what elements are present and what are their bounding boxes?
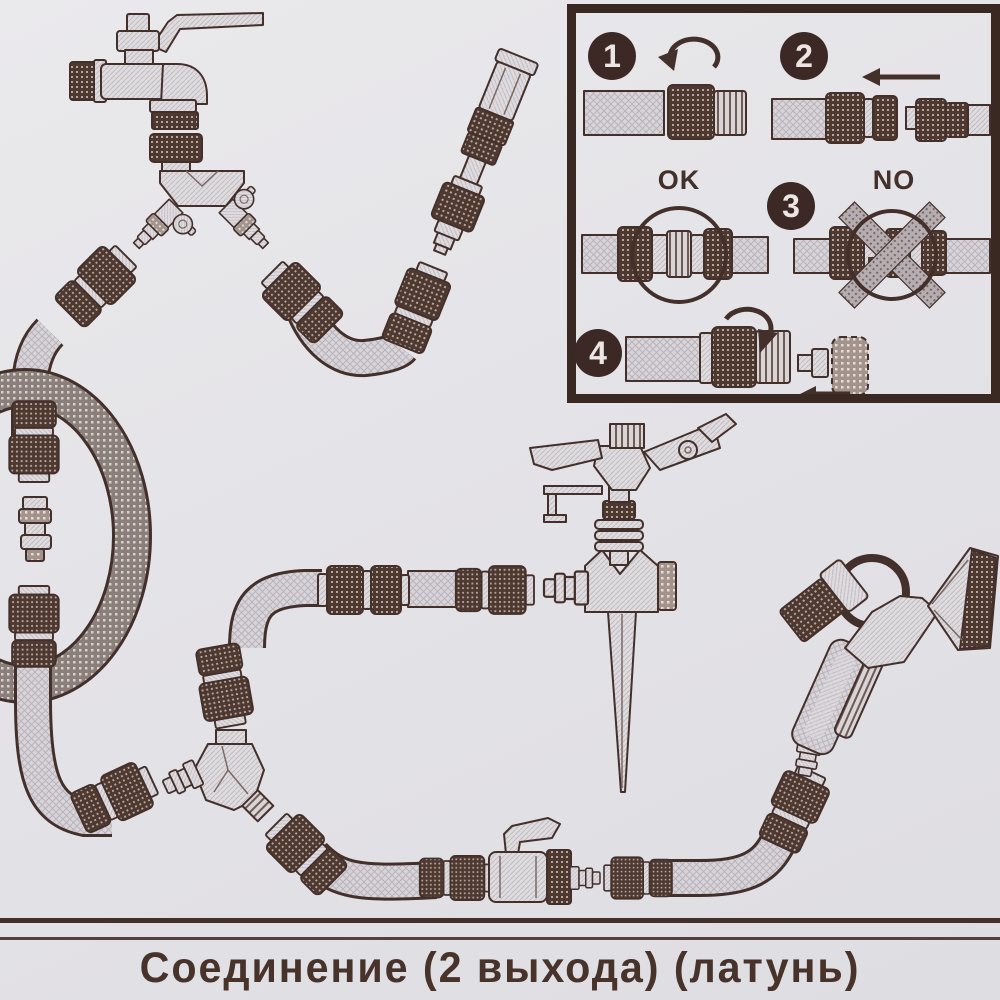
step1-number-badge: 1 [588,32,636,80]
no-circle-icon [846,209,938,301]
inline-shutoff-valve [418,817,673,905]
step4-number: 4 [589,334,607,371]
pattern-adjuster-knob [779,559,869,643]
step1-art [583,36,747,140]
caption-rule-thin [0,937,1000,940]
three-way-splitter [67,641,352,900]
connection-steps-panel: 1 2 3 4 OK NO [567,4,1000,403]
step1-number: 1 [603,37,621,74]
no-label: NO [872,165,916,195]
steps-art [581,36,991,394]
hose-system-diagram [0,12,999,905]
step2-number-badge: 2 [780,32,828,80]
ghost-connector [831,336,869,394]
quick-coupler [50,237,145,332]
step4-art [625,306,869,394]
rotate-arrow-icon [667,36,721,69]
ok-circle-icon [630,206,728,304]
step2-number: 2 [795,37,813,74]
step3-no-art [793,201,991,309]
hose-from-coil [14,650,112,837]
product-caption: Соединение (2 выхода) (латунь) [139,944,861,992]
two-way-splitter [132,133,270,250]
jet-nozzle [381,48,539,354]
insert-arrowhead-icon [800,386,816,394]
cross-out-icon [838,201,946,309]
step3-ok-art [581,206,769,304]
rotate-arrow-icon [723,306,774,339]
coil-connector-stack [8,400,60,668]
quick-coupler [454,565,535,615]
insert-arrowhead-icon [862,68,880,86]
rotate-arrowhead-icon [658,49,678,71]
spray-gun [754,547,999,857]
ok-label: OK [657,165,701,195]
double-male-adapter [18,496,52,562]
step3-number: 3 [782,187,800,224]
impulse-sprinkler [529,413,737,793]
garden-tap [69,12,264,130]
hose-mender [317,565,410,615]
rotate-arrowhead-icon [758,329,778,353]
caption-rule-thick [0,918,1000,923]
step4-number-badge: 4 [574,329,622,377]
step3-number-badge: 3 [767,182,815,230]
fan-nozzle-head [927,547,999,651]
step2-art [771,68,991,144]
